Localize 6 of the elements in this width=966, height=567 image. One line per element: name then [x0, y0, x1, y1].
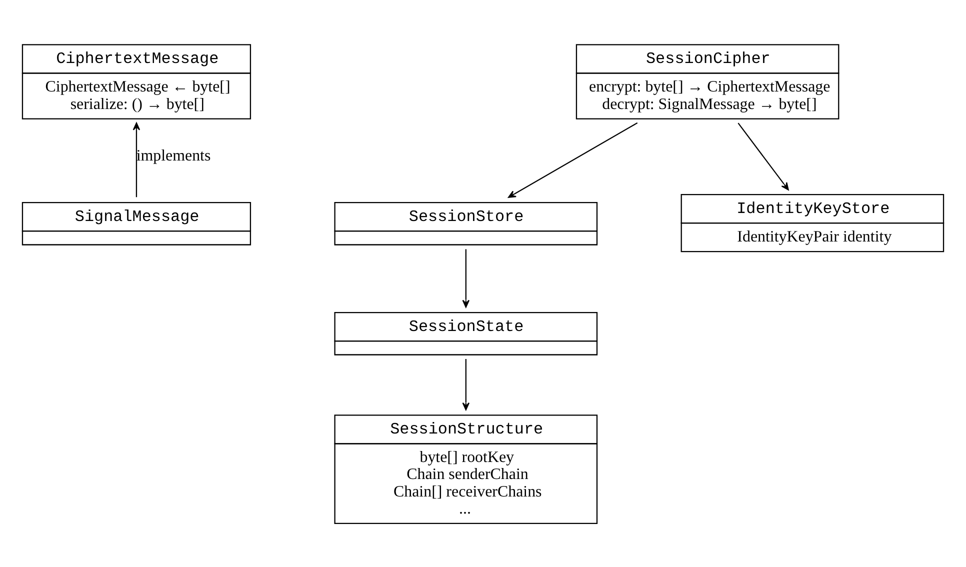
arrow	[462, 249, 470, 308]
arrow	[462, 359, 470, 410]
edge-label: implements	[136, 148, 211, 165]
arrow	[508, 122, 638, 198]
arrow	[738, 122, 789, 190]
arrow	[132, 122, 140, 198]
